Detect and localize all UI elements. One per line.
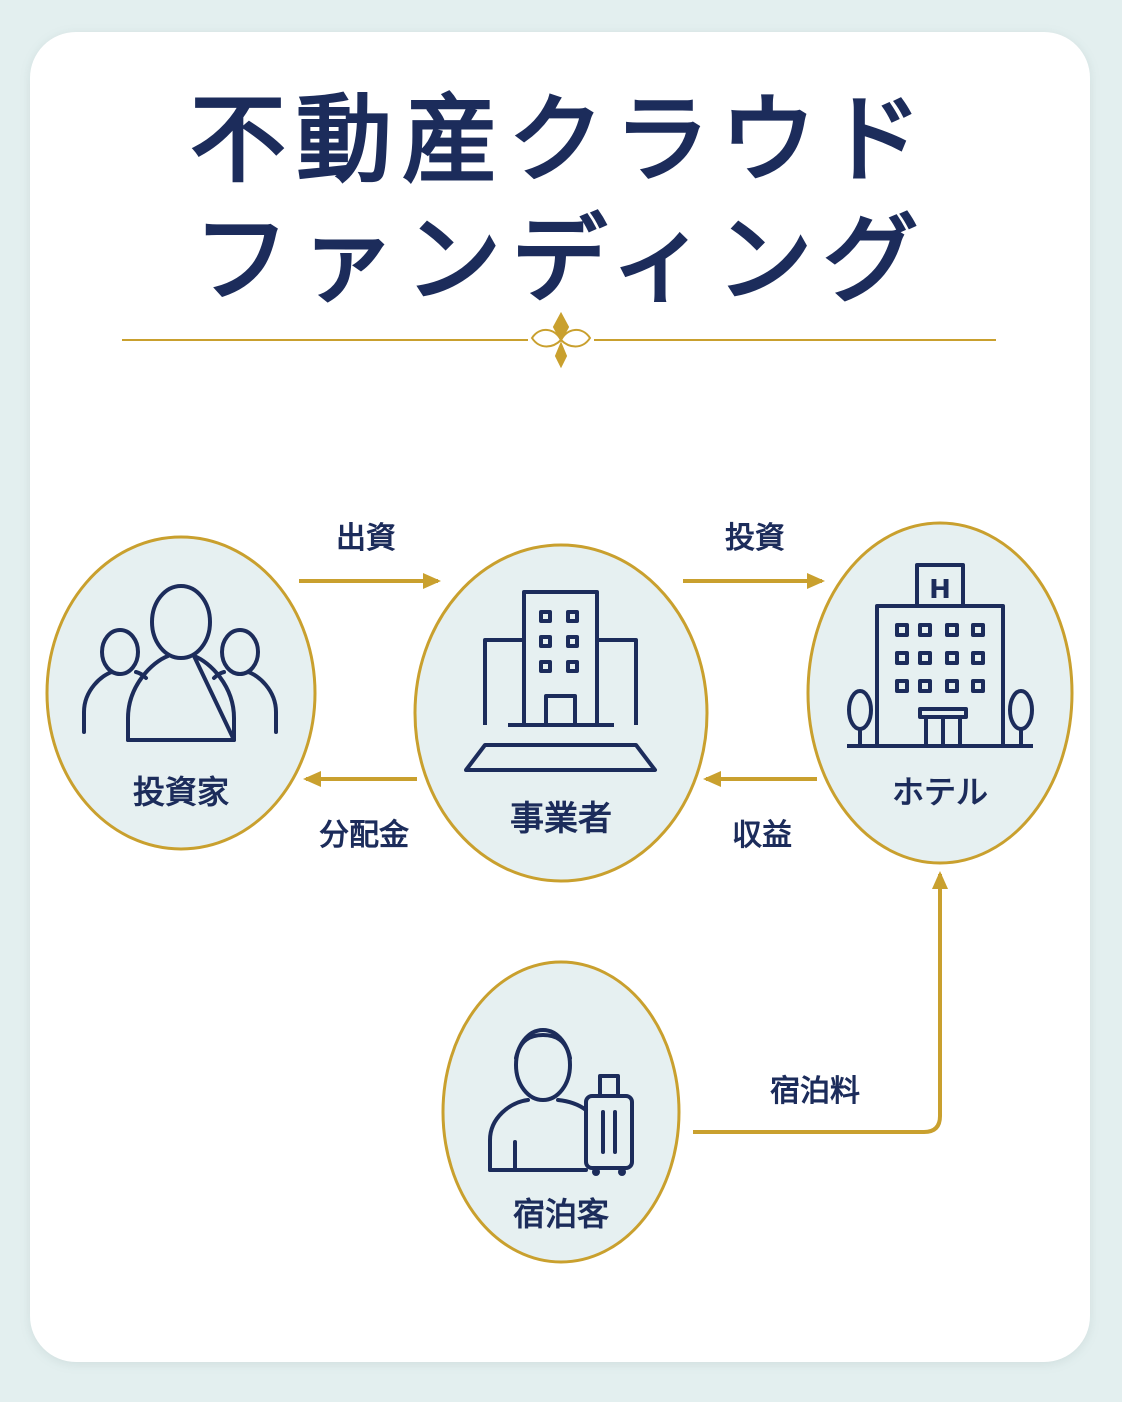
guest-node-circle (441, 960, 681, 1264)
guest-label: 宿泊客 (513, 1195, 609, 1233)
hotel-label: ホテル (892, 773, 988, 811)
investor-label: 投資家 (133, 773, 229, 811)
traveler-with-suitcase-icon (488, 1028, 634, 1176)
operator-node-circle (413, 543, 709, 883)
title-line-1: 不動産クラウド (190, 84, 932, 196)
office-building-icon (464, 590, 657, 772)
people-group-icon (82, 584, 278, 742)
title-line-2: ファンディング (193, 204, 929, 316)
hotel-building-icon: H (847, 563, 1034, 748)
revenue-label: 収益 (732, 818, 792, 853)
lodging-fee-arrow (693, 871, 948, 1134)
hotel-node-circle (806, 521, 1074, 865)
investor-node-circle (45, 535, 317, 851)
flow-arrows (299, 573, 948, 1134)
contribution-label: 出資 (336, 521, 396, 556)
operator-label: 事業者 (510, 799, 612, 839)
lodging-fee-label: 宿泊料 (770, 1074, 860, 1109)
divider (122, 311, 996, 369)
dividend-label: 分配金 (319, 818, 410, 853)
investment-label: 投資 (725, 521, 785, 556)
hotel-sign: H (929, 575, 951, 605)
fleur-ornament-icon (530, 311, 592, 369)
